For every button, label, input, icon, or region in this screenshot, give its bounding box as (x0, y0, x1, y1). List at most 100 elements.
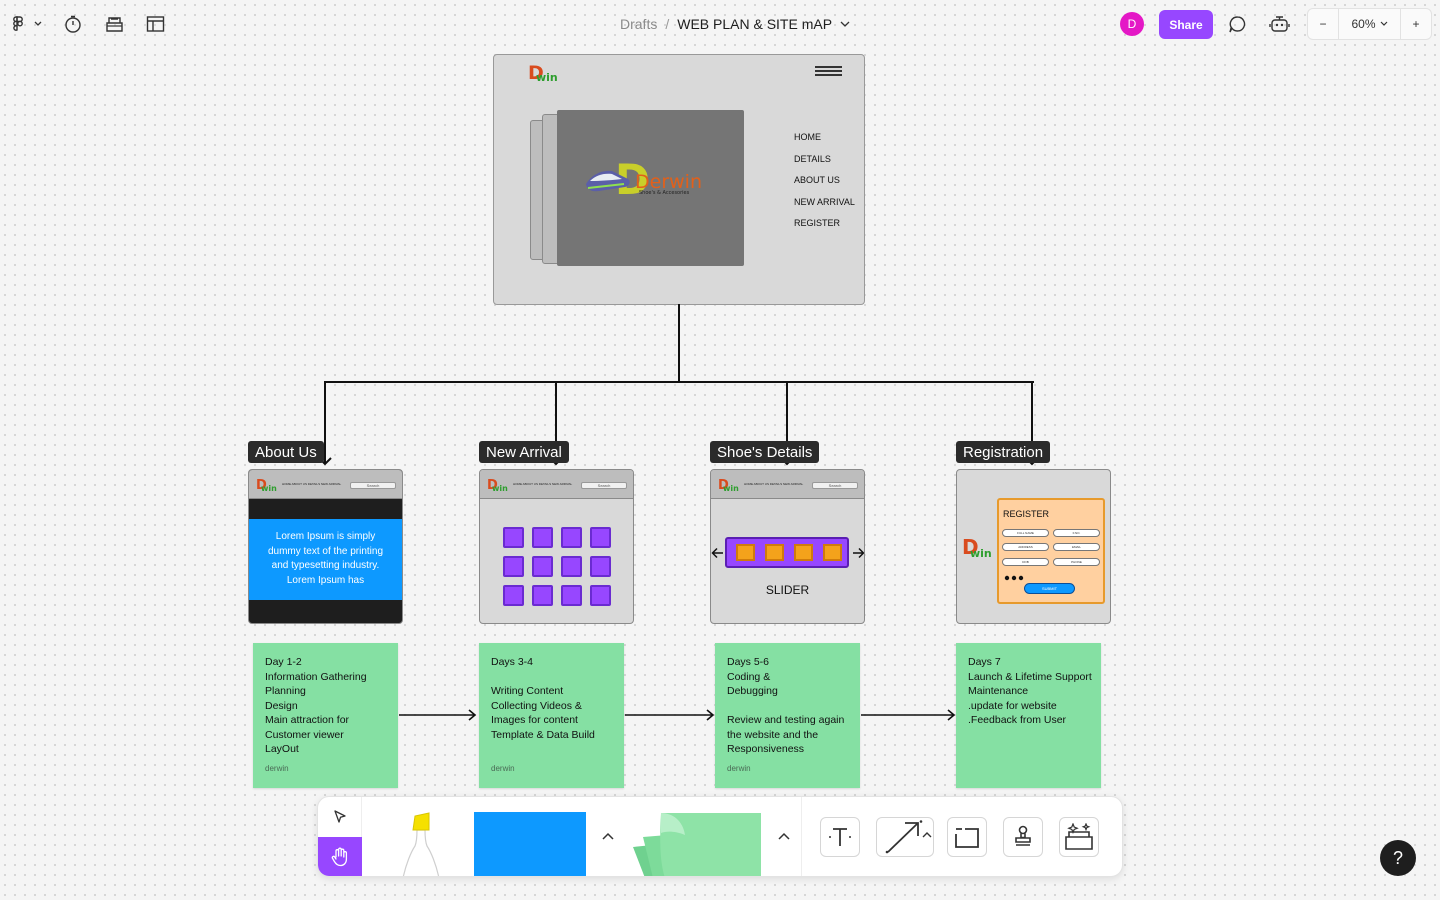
breadcrumb: Drafts / WEB PLAN & SITE mAP (620, 14, 850, 34)
sticky-note-days-7[interactable]: Days 7 Launch & Lifetime Support Mainten… (956, 643, 1101, 788)
svg-text:win: win (261, 484, 277, 493)
home-nav-menu: HOME DETAILS ABOUT US NEW ARRIVAL REGIST… (794, 127, 855, 235)
section-label-new-arrival[interactable]: New Arrival (479, 441, 569, 463)
templates-icon[interactable] (144, 13, 166, 35)
sticky-options-chevron-up-icon[interactable] (774, 823, 794, 849)
connector-bus[interactable] (324, 381, 1034, 383)
stamp-icon (1015, 825, 1031, 846)
product-tile (532, 585, 553, 606)
menu-register[interactable]: REGISTER (794, 218, 841, 228)
sticky-tool[interactable] (625, 807, 765, 876)
highlighter-icon (402, 812, 440, 876)
timeline-arrow-1[interactable] (399, 709, 477, 721)
chevron-down-icon[interactable] (840, 20, 850, 28)
widgets-tool[interactable] (1059, 817, 1099, 857)
phone-field[interactable]: PHONE (1053, 558, 1100, 566)
text-tool[interactable] (820, 817, 860, 857)
timeline-arrows (399, 709, 956, 721)
email-field[interactable]: EMAIL (1053, 543, 1100, 551)
submit-button[interactable]: SUBMIT (1024, 583, 1075, 594)
home-wireframe[interactable]: D win D Derwin Shoe's & Accesories HOME … (493, 54, 865, 305)
sticky-text: Days 7 Launch & Lifetime Support Mainten… (968, 656, 1092, 726)
search-input[interactable]: Search (350, 482, 396, 489)
connector-options-chevron-up-icon[interactable] (921, 827, 933, 841)
svg-text:D: D (962, 535, 979, 559)
sticky-text: Days 5-6 Coding & Debugging Review and t… (727, 656, 845, 755)
sticky-note-day-1-2[interactable]: Day 1-2 Information Gathering Planning D… (253, 643, 398, 788)
shape-options-chevron-up-icon[interactable] (598, 823, 618, 849)
connector-arrow-icon (885, 820, 923, 854)
section-label-about-us[interactable]: About Us (248, 441, 324, 463)
product-tile (503, 585, 524, 606)
connector-trunk[interactable] (678, 304, 680, 382)
section-label-shoes-details[interactable]: Shoe's Details (710, 441, 820, 463)
breadcrumb-drafts[interactable]: Drafts (620, 16, 658, 32)
arrow-right-icon[interactable] (851, 546, 865, 560)
product-tile (590, 527, 611, 548)
main-menu-button[interactable] (10, 12, 44, 36)
search-input[interactable]: Search (812, 482, 858, 489)
hamburger-menu-icon[interactable] (815, 66, 842, 76)
library-icon[interactable] (103, 13, 125, 35)
dob-field[interactable]: DOB (1002, 558, 1049, 566)
timeline-arrow-2[interactable] (625, 709, 715, 721)
register-title: REGISTER (1003, 509, 1050, 519)
section-label-registration[interactable]: Registration (956, 441, 1051, 463)
fno-field[interactable]: F.NO. (1053, 529, 1100, 537)
svg-text:D: D (528, 62, 544, 84)
timer-icon[interactable] (62, 13, 84, 35)
zoom-control: − 60% + (1307, 8, 1432, 40)
full-name-field[interactable]: FULL NAME (1002, 529, 1049, 537)
share-button[interactable]: Share (1159, 10, 1213, 39)
menu-new-arrival[interactable]: NEW ARRIVAL (794, 196, 855, 207)
search-input[interactable]: Search (581, 482, 627, 489)
marker-tool[interactable] (364, 797, 476, 876)
menu-details[interactable]: DETAILS (794, 153, 831, 164)
menu-home[interactable]: HOME (794, 132, 821, 142)
product-tile (590, 556, 611, 577)
breadcrumb-separator: / (665, 16, 670, 32)
zoom-out-button[interactable]: − (1319, 17, 1327, 31)
sticky-note-days-5-6[interactable]: Days 5-6 Coding & Debugging Review and t… (715, 643, 860, 788)
zoom-level-dropdown[interactable]: 60% (1338, 9, 1401, 39)
help-button[interactable]: ? (1380, 840, 1416, 876)
arrow-left-icon[interactable] (711, 546, 725, 560)
product-tile (532, 556, 553, 577)
sticky-note-days-3-4[interactable]: Days 3-4 Writing Content Collecting Vide… (479, 643, 624, 788)
section-tool[interactable] (947, 817, 987, 857)
hero-brand: Derwin (635, 171, 702, 193)
avatar[interactable]: D (1120, 12, 1144, 36)
move-tool[interactable] (318, 797, 362, 837)
hand-tool[interactable] (318, 837, 362, 876)
sticky-author: derwin (727, 764, 751, 773)
shape-tool[interactable] (474, 812, 586, 876)
svg-text:D: D (256, 478, 267, 493)
section-icon (955, 828, 979, 848)
slider[interactable] (725, 537, 849, 568)
stamp-tool[interactable] (1003, 817, 1043, 857)
menu-about-us[interactable]: ABOUT US (794, 175, 840, 185)
zoom-in-button[interactable]: + (1412, 17, 1420, 31)
ai-assistant-icon[interactable] (1267, 12, 1291, 36)
figma-logo-icon (13, 16, 42, 31)
address-field[interactable]: ADDRESS (1002, 543, 1049, 551)
comment-icon[interactable] (1226, 13, 1248, 35)
sticky-text: Days 3-4 Writing Content Collecting Vide… (491, 656, 595, 741)
logo: D win (527, 60, 561, 84)
sticky-author: derwin (491, 764, 515, 773)
file-title[interactable]: WEB PLAN & SITE mAP (677, 16, 833, 32)
product-tile (590, 585, 611, 606)
timeline-arrow-3[interactable] (861, 709, 956, 721)
sparkle-widgets-icon (1065, 823, 1093, 850)
connector-tool[interactable] (876, 817, 934, 857)
hero-banner: D Derwin Shoe's & Accesories (557, 110, 744, 266)
